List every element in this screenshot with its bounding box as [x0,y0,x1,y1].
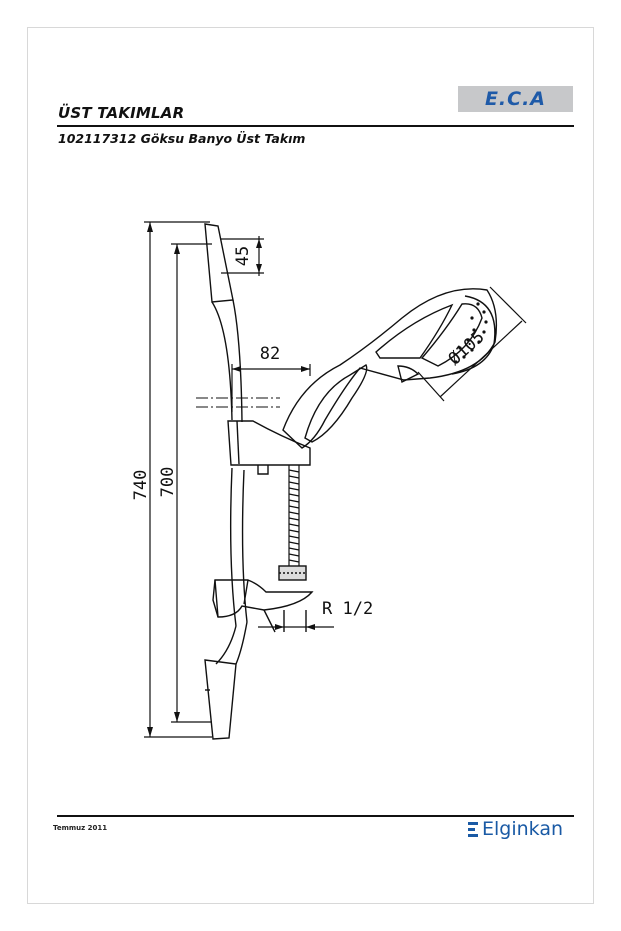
dim-thread-label: R 1/2 [322,599,373,619]
section-title: ÜST TAKIMLAR [58,104,185,122]
wall-outlet [212,565,314,633]
eca-logo: E.C.A [458,86,573,112]
page-border [27,27,594,904]
dim-diameter-label: Ø105 [445,327,489,369]
footer-date: Temmuz 2011 [53,824,108,832]
footer-rule [57,815,574,817]
dim-740 [147,222,153,737]
elginkan-mark-icon [468,820,479,838]
dim-82 [231,364,311,412]
shower-nozzles [454,302,488,364]
dim-82-label: 82 [260,344,280,364]
hand-shower [282,288,498,449]
header-rule [57,125,574,127]
shower-hose [288,465,300,566]
dim-700 [174,244,180,722]
dim-700-label: 700 [158,467,178,498]
dim-45 [221,236,264,276]
dim-45-label: 45 [233,246,253,266]
elginkan-brand-name: Elginkan [482,818,564,840]
elginkan-logo: Elginkan [468,818,563,840]
product-subtitle: 102117312 Göksu Banyo Üst Takım [58,131,306,146]
dim-740-label: 740 [131,470,151,501]
eca-logo-text: E.C.A [484,88,547,110]
dim-thread [258,624,334,630]
wall-bar [204,223,248,740]
slider-holder [227,420,311,475]
dim-diameter [417,286,527,402]
